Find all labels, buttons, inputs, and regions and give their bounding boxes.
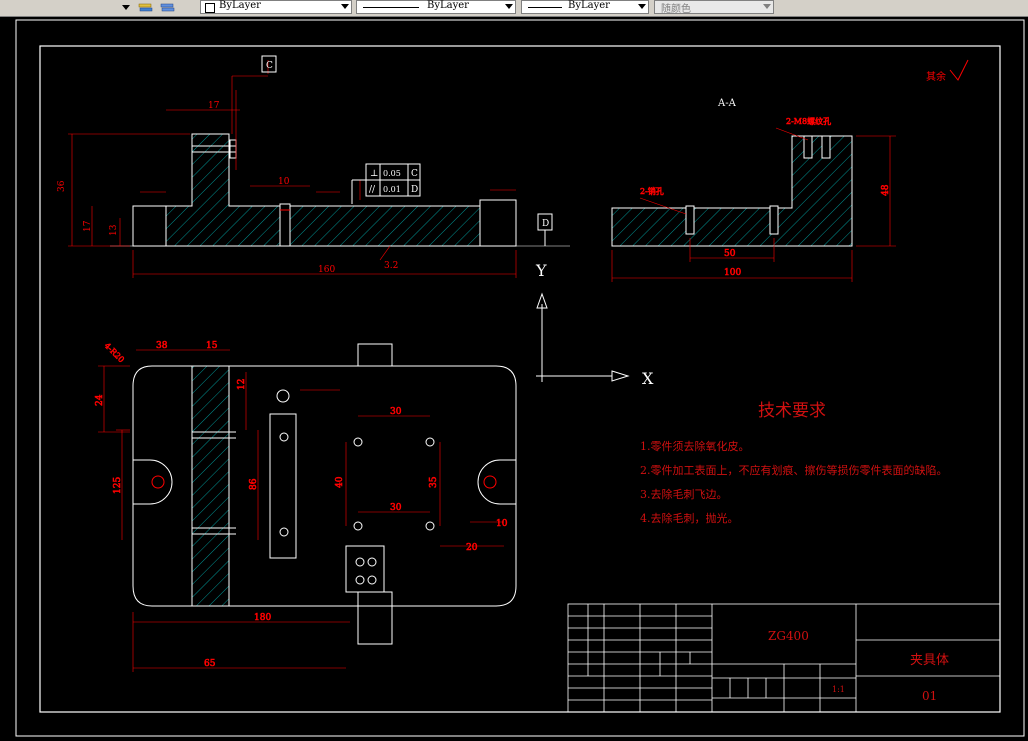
tech-title: 技术要求	[758, 401, 826, 421]
title-scale: 1:1	[832, 685, 845, 694]
color-combo[interactable]: ByLayer	[200, 0, 352, 14]
dim-plan-12: 12	[237, 379, 247, 390]
dim-160: 160	[318, 265, 335, 275]
section-aa-view: A-A	[611, 98, 853, 247]
lineweight-combo-value: ByLayer	[568, 0, 610, 11]
linetype-combo[interactable]: ByLayer	[356, 0, 516, 14]
tolerance-frame: ⊥ // 0.05 C 0.01 D	[351, 163, 421, 204]
front-section-view	[110, 133, 570, 247]
title-block: ZG400 夹具体 01 1:1	[567, 603, 1001, 713]
dim-plan-38: 38	[156, 341, 168, 351]
front-dim-texts: 36 17 13 160 3.2 17 10	[57, 101, 398, 275]
dim-plan-15: 15	[206, 341, 218, 351]
dim-13: 13	[109, 224, 119, 236]
axis-x-label: X	[642, 369, 654, 388]
tech-item-2: 2.零件加工表面上，不应有划痕、擦伤等损伤零件表面的缺陷。	[640, 463, 948, 477]
tech-item-4: 4.去除毛刺，抛光。	[640, 511, 739, 525]
plotstyle-combo[interactable]: 随颜色	[654, 0, 774, 15]
dim-plan-86: 86	[249, 478, 259, 490]
dim-plan-65: 65	[204, 659, 216, 669]
dim-plan-40: 40	[335, 476, 345, 488]
hole-note-threads: 2-M8螺纹孔	[786, 116, 831, 126]
linetype-preview-line	[363, 7, 419, 8]
dim-rough-32: 3.2	[384, 261, 398, 271]
chevron-down-icon[interactable]	[638, 4, 646, 9]
dim-plan-20: 20	[466, 543, 478, 553]
title-drawing-no: 01	[922, 689, 937, 703]
dim-plan-30: 30	[390, 407, 402, 417]
inner-frame	[39, 45, 1001, 713]
dim-top-17: 17	[208, 101, 220, 111]
plan-rib-hatch	[191, 365, 230, 607]
dim-plan-10: 10	[496, 519, 508, 529]
outer-frame	[15, 19, 1025, 737]
front-upright-hatch	[192, 134, 229, 206]
front-dimensions	[68, 60, 517, 278]
svg-text:其余: 其余	[926, 70, 946, 83]
tol-parallel-ref: D	[411, 185, 418, 195]
properties-toolbar: ByLayer ByLayer ByLayer 随颜色	[0, 0, 1028, 17]
title-material: ZG400	[768, 629, 809, 643]
ucs-icon: Y X	[535, 261, 654, 388]
roughness-rest: 其余	[926, 59, 969, 83]
tol-flatness-value: 0.05	[383, 169, 401, 178]
plan-outline	[132, 365, 517, 607]
linetype-combo-value: ByLayer	[427, 0, 469, 11]
tech-item-3: 3.去除毛刺飞边。	[640, 487, 728, 501]
datum-c: C	[261, 55, 277, 73]
section-label: A-A	[717, 98, 737, 109]
chevron-down-icon[interactable]	[341, 4, 349, 9]
lineweight-combo[interactable]: ByLayer	[521, 0, 649, 14]
plan-dimensions: 38 15 180 65 30 30 40 35 10 20 24 125 86…	[95, 341, 508, 672]
dim-plan-125: 125	[113, 477, 123, 494]
front-body-hatch	[166, 206, 480, 246]
datum-d: D	[537, 213, 553, 246]
title-part-name: 夹具体	[910, 653, 949, 668]
dim-r20-note: 4-R20	[103, 341, 126, 364]
dim-section-h: 48	[881, 184, 891, 196]
plan-holes	[279, 432, 435, 585]
tech-item-1: 1.零件须去除氧化皮。	[640, 439, 750, 453]
dim-section-50: 50	[724, 249, 736, 259]
color-swatch-icon	[205, 3, 215, 13]
layer-previous-icon[interactable]	[160, 0, 176, 15]
axis-y-label: Y	[535, 261, 547, 280]
svg-text:D: D	[542, 219, 549, 229]
section-base-hatch	[612, 208, 852, 246]
svg-text://: //	[369, 185, 376, 195]
section-dimensions: 100 50 48 2-销孔 2-M8螺纹孔	[611, 116, 896, 282]
dim-top-10: 10	[278, 177, 290, 187]
tol-flatness-ref: C	[411, 169, 418, 179]
color-combo-value: ByLayer	[219, 0, 261, 11]
dim-plan-24: 24	[95, 394, 105, 406]
hole-note-pins: 2-销孔	[640, 186, 664, 196]
tol-parallel-value: 0.01	[383, 185, 401, 194]
dim-36: 36	[57, 180, 67, 192]
drawing-canvas[interactable]: 36 17 13 160 3.2 17 10 C D ⊥ // 0.05 C 0…	[0, 16, 1028, 741]
section-outline	[611, 135, 853, 247]
dim-plan-180: 180	[254, 613, 271, 623]
dim-plan-35: 35	[429, 476, 439, 488]
chevron-down-icon[interactable]	[763, 4, 771, 9]
chevron-down-icon[interactable]	[505, 4, 513, 9]
layer-states-icon[interactable]	[138, 0, 154, 15]
tech-requirements: 技术要求 1.零件须去除氧化皮。 2.零件加工表面上，不应有划痕、擦伤等损伤零件…	[640, 401, 948, 525]
svg-text:⊥: ⊥	[370, 169, 378, 179]
svg-text:C: C	[266, 61, 273, 71]
dim-17: 17	[83, 220, 93, 232]
dropdown-arrow-left[interactable]	[120, 0, 132, 15]
plan-view	[132, 343, 517, 645]
plotstyle-combo-value: 随颜色	[661, 4, 691, 15]
lineweight-preview-line	[528, 7, 562, 8]
dim-plan-30b: 30	[390, 503, 402, 513]
dim-section-100: 100	[724, 268, 741, 278]
